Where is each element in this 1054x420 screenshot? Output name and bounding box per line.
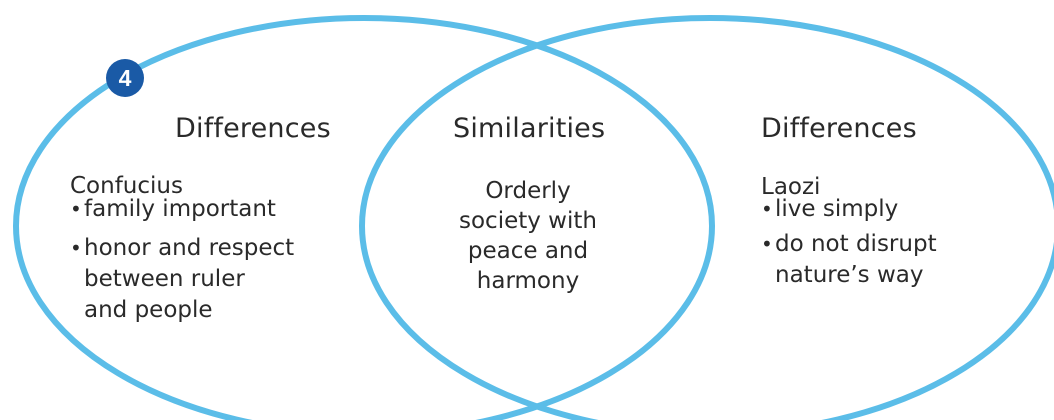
left-bullet-1: •family important (70, 194, 276, 225)
bullet-dot: • (70, 197, 82, 221)
left-bullet-2-line-1: honor and respect (84, 235, 295, 261)
right-heading: Differences (761, 113, 917, 144)
right-circle (359, 15, 1054, 420)
center-line-4: harmony (476, 268, 580, 294)
right-bullet-1: •live simply (761, 194, 898, 225)
center-text: Orderly society with peace and harmony (440, 176, 616, 296)
bullet-dot: • (70, 236, 82, 260)
center-line-2: society with (459, 208, 597, 234)
bullet-dot: • (761, 232, 773, 256)
left-bullet-1-line-1: family important (84, 196, 276, 222)
center-line-3: peace and (467, 238, 589, 264)
step-number-badge: 4 (106, 59, 144, 97)
left-bullet-2-line-3: and people (84, 297, 213, 323)
right-bullet-2-line-2: nature’s way (775, 262, 924, 288)
left-bullet-2-line-2: between ruler (84, 266, 245, 292)
left-bullet-2: •honor and respect between ruler and peo… (70, 233, 294, 326)
right-bullet-2: •do not disrupt nature’s way (761, 229, 937, 291)
right-subject: Laozi (761, 174, 821, 200)
left-subject: Confucius (70, 173, 183, 199)
center-heading: Similarities (453, 113, 606, 144)
center-line-1: Orderly (485, 178, 571, 204)
left-heading: Differences (175, 113, 331, 144)
right-bullet-1-line-1: live simply (775, 196, 899, 222)
bullet-dot: • (761, 197, 773, 221)
right-bullet-2-line-1: do not disrupt (775, 231, 937, 257)
left-circle (13, 15, 715, 420)
